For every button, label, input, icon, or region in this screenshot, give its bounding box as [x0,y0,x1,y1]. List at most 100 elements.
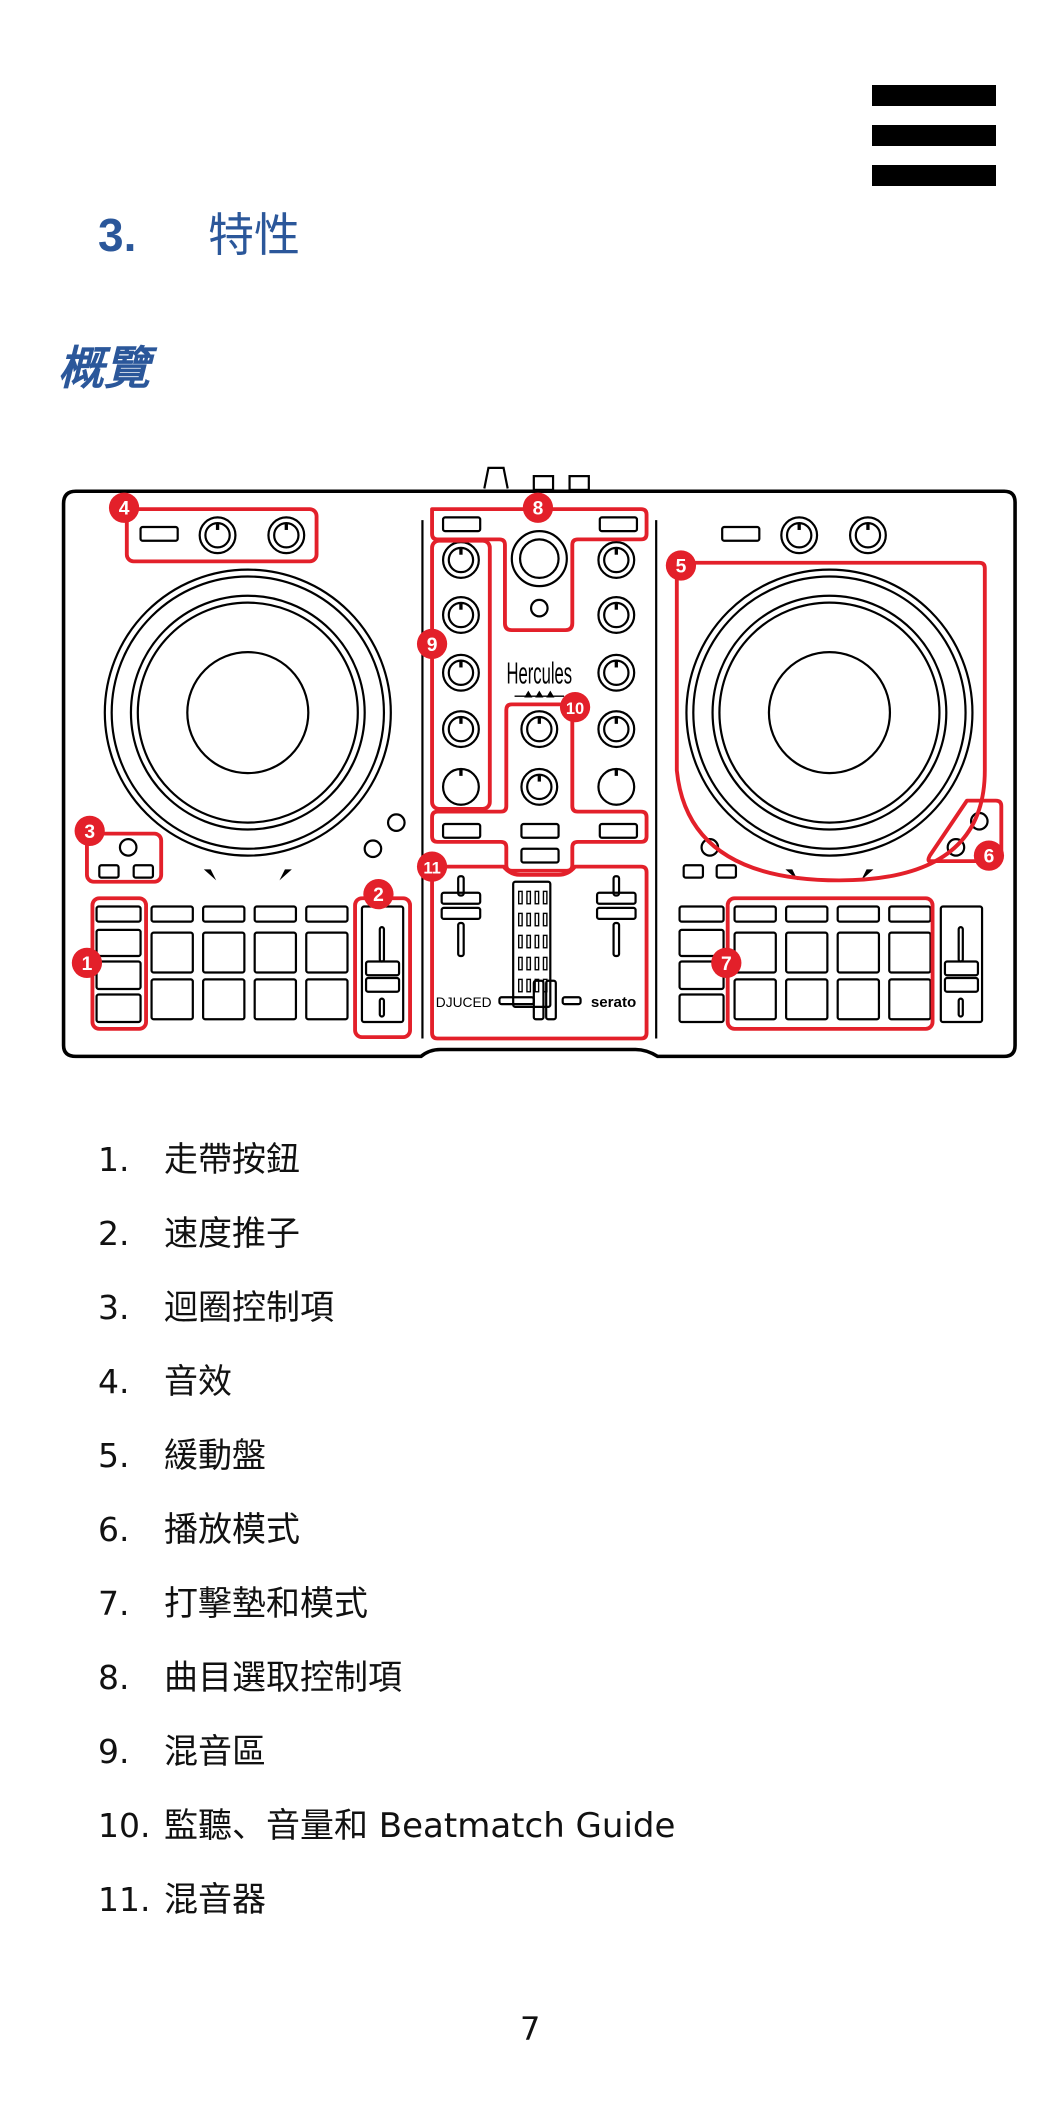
callout-badge: 2 [363,879,394,910]
item-label: 監聽、音量和 Beatmatch Guide [164,1806,676,1846]
vu-meter-led [534,890,540,905]
load-button [441,516,482,533]
loop-button [98,864,120,879]
knob-ring [597,710,636,749]
beatmatch-button [520,847,560,864]
small-button [363,839,383,859]
vu-meter-led [542,890,548,905]
logo-triangle [524,690,533,698]
pad [150,978,194,1021]
callout-badge: 10 [559,692,591,723]
item-label: 打擊墊和模式 [164,1584,368,1624]
callout-badge: 8 [522,492,554,523]
menu-bar [872,85,996,106]
item-number: 1. [98,1140,130,1179]
callout-number: 1 [82,954,93,975]
callout-number: 11 [423,860,440,878]
pitch-fader-cap [943,960,980,977]
highlight-browser [430,507,649,633]
transport-button [95,928,142,958]
pitch-fader-cap [943,976,980,993]
callout-number: 7 [721,954,732,975]
knob-ring [597,596,636,634]
connector-knob [483,466,509,489]
logo-triangle [546,690,555,698]
chapter-heading: 3. 特性 [98,205,300,265]
vu-meter-led [526,912,532,927]
crossfader-cap [532,979,545,1021]
knob-ring [441,596,480,634]
highlight-mixer [430,864,649,1041]
item-number: 3. [98,1288,130,1327]
jog-tick [203,869,217,881]
chapter-title: 特性 [208,208,300,262]
pad-mode-button [733,905,777,923]
fx-button [721,525,761,542]
controller-body [61,489,1017,1059]
item-label: 混音器 [164,1880,266,1920]
vu-meter-led [526,890,532,905]
knob-ring [597,541,636,579]
connector-port [532,475,555,491]
transport-button [678,905,725,923]
headphone-cue-button [598,822,639,839]
crossfader-cap [545,979,557,1021]
channel-fader-cap [440,906,482,920]
channel-fader-cap [595,891,637,905]
knob-ring [520,710,559,749]
item-number: 8. [98,1658,130,1697]
callout-badge: 11 [416,851,448,882]
vu-meter-led [518,934,523,949]
callout-badge: 1 [71,947,103,978]
callout-badge: 6 [973,840,1005,871]
knob [441,710,480,749]
jog-tick [279,869,292,881]
knob-ring [780,516,819,555]
callout-number: 8 [533,499,544,520]
channel-fader-slot [457,875,465,897]
callout-number: 4 [119,499,130,520]
highlight-effects [124,507,319,564]
vu-meter-led [534,934,540,949]
knob [441,653,480,692]
menu-bar [872,165,996,186]
page-number: 7 [520,2010,541,2048]
knob-ring [520,767,559,806]
vu-meter-led [526,934,532,949]
callout-number: 10 [566,700,584,718]
mixer-section [440,516,639,1021]
pad [888,978,932,1021]
callout-badge: 3 [74,815,105,846]
knob-ring [441,710,480,749]
hamburger-menu-icon [872,85,996,205]
callout-circle [71,947,103,978]
logo-triangle [535,690,544,698]
feature-item: 10.監聽、音量和 Beatmatch Guide [98,1801,675,1875]
knob [597,767,636,806]
pad [150,931,194,974]
knob [597,596,636,634]
loop-encoder [118,838,138,857]
item-label: 速度推子 [164,1214,300,1254]
crossfader-track-left [498,996,535,1006]
load-button [598,516,639,533]
chapter-number: 3. [98,209,137,261]
pad-mode-button [836,905,881,923]
pad [305,978,349,1021]
pad-mode-button [888,905,932,923]
loop-button [715,864,738,879]
vu-meter-led [542,912,548,927]
jog-wheel-center [767,651,892,775]
callout-number: 5 [676,556,687,577]
knob [198,516,237,555]
menu-bar [872,125,996,146]
callout-circle [74,815,105,846]
serato-logo: serato [591,994,636,1011]
pad [836,931,881,974]
feature-item: 9.混音區 [98,1727,675,1801]
callout-circle [416,851,448,882]
callout-circle [363,879,394,910]
item-label: 混音區 [164,1732,266,1772]
